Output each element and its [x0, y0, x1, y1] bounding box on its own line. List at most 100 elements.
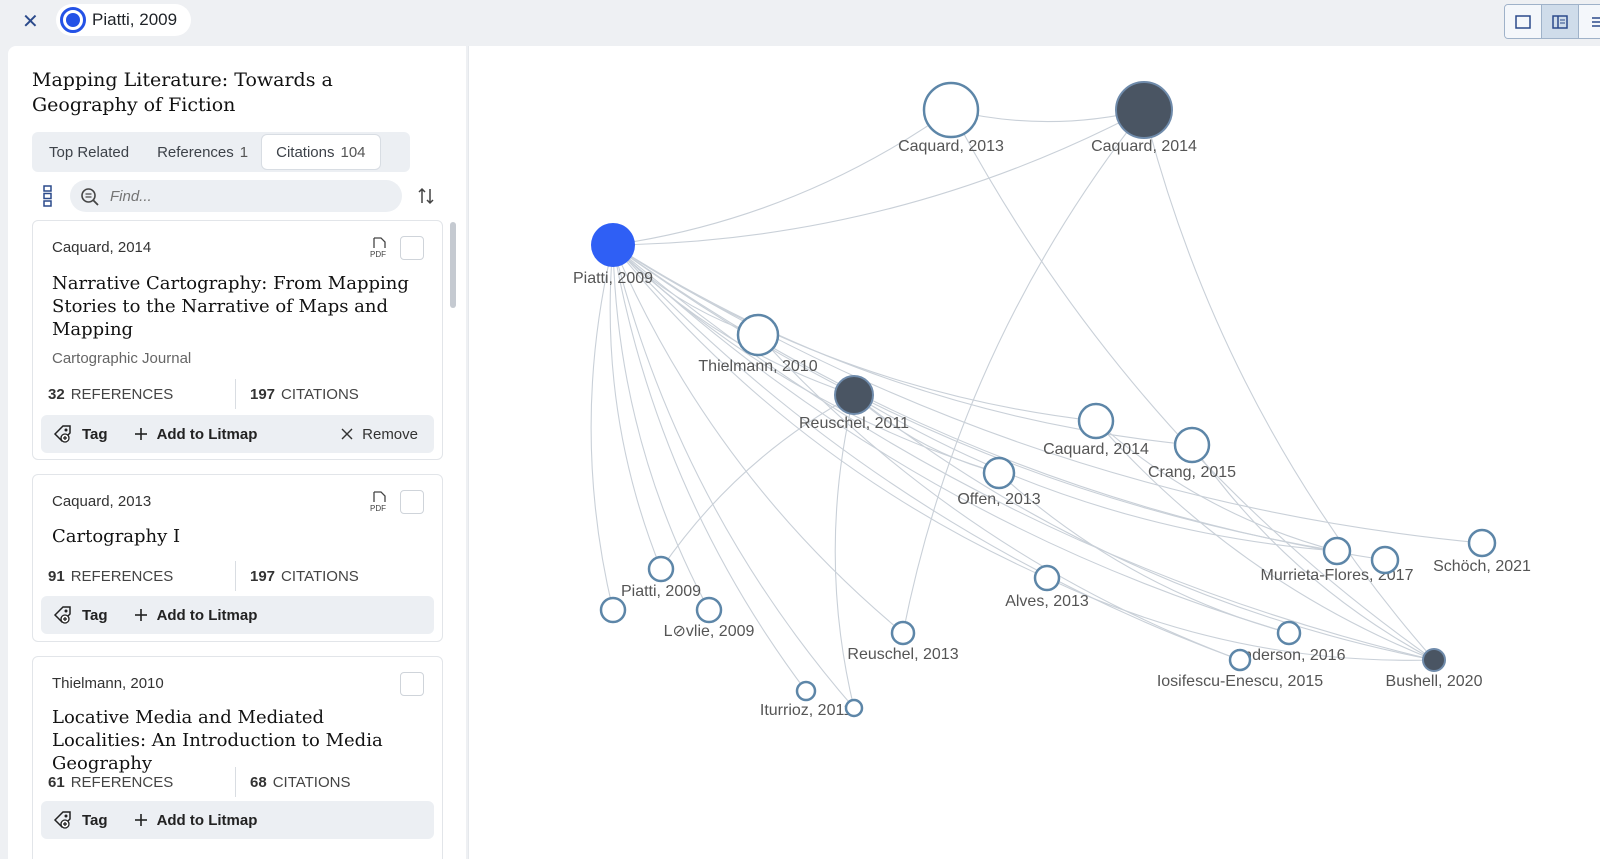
- graph-node[interactable]: [1467, 528, 1497, 558]
- tag-button[interactable]: Tag: [53, 605, 108, 625]
- citations-label: CITATIONS: [272, 773, 351, 791]
- list-view-icon[interactable]: [1579, 5, 1600, 38]
- graph-edge: [612, 244, 855, 709]
- paper-title: Mapping Literature: Towards a Geography …: [32, 69, 333, 116]
- graph-node-label: Alves, 2013: [1005, 593, 1089, 610]
- tab-label: Citations: [276, 143, 335, 161]
- sort-icon[interactable]: [418, 186, 434, 206]
- paper-card[interactable]: Caquard, 2014 PDF Narrative Cartography:…: [32, 220, 443, 460]
- graph-node[interactable]: [982, 456, 1016, 490]
- card-author: Caquard, 2013: [52, 493, 152, 510]
- graph-node[interactable]: [834, 375, 874, 415]
- graph-edge: [853, 394, 1338, 552]
- citations-count: 68: [250, 773, 267, 791]
- graph-view-icon[interactable]: [1505, 5, 1542, 38]
- graph-edge: [612, 244, 1290, 634]
- select-checkbox[interactable]: [400, 236, 424, 260]
- graph-node[interactable]: [795, 680, 817, 702]
- add-to-litmap-button[interactable]: Add to Litmap: [134, 811, 258, 829]
- graph-node[interactable]: [1322, 536, 1352, 566]
- graph-node[interactable]: [1276, 620, 1302, 646]
- top-bar: ✕ Piatti, 2009: [0, 0, 1600, 44]
- graph-edge: [660, 394, 855, 570]
- graph-node[interactable]: [1228, 648, 1252, 672]
- graph-node[interactable]: [647, 555, 675, 583]
- graph-node[interactable]: [599, 596, 627, 624]
- select-checkbox[interactable]: [400, 672, 424, 696]
- plus-icon: [134, 609, 147, 621]
- graph-edge: [612, 244, 710, 611]
- graph-edge: [950, 109, 1435, 661]
- graph-node[interactable]: [1422, 648, 1446, 672]
- paper-card[interactable]: Thielmann, 2010 Locative Media and Media…: [32, 656, 443, 859]
- graph-node[interactable]: [1173, 426, 1211, 464]
- graph-node-label: Reuschel, 2011: [799, 415, 909, 432]
- tag-button[interactable]: Tag: [53, 810, 108, 830]
- plus-icon: [134, 428, 147, 440]
- close-icon[interactable]: ✕: [22, 11, 39, 33]
- tab-references[interactable]: References 1: [143, 135, 262, 169]
- filter-icon[interactable]: [42, 184, 54, 208]
- graph-node-label: Anderson, 2016: [1233, 647, 1346, 664]
- seed-paper-pill[interactable]: Piatti, 2009: [56, 4, 192, 36]
- tag-button[interactable]: Tag: [53, 424, 108, 444]
- references-label: REFERENCES: [70, 567, 174, 585]
- graph-edge: [612, 244, 807, 692]
- graph-edge: [612, 244, 1386, 561]
- graph-node-label: Iosifescu-Enescu, 2015: [1157, 673, 1323, 690]
- scrollbar[interactable]: [450, 222, 456, 308]
- tab-bar: Top Related References 1 Citations 104: [32, 132, 410, 172]
- tab-top-related[interactable]: Top Related: [35, 135, 143, 169]
- graph-node[interactable]: [1033, 564, 1061, 592]
- add-label: Add to Litmap: [156, 425, 258, 443]
- graph-node-label: Crang, 2015: [1148, 464, 1236, 481]
- split-view-icon[interactable]: [1542, 5, 1579, 38]
- pdf-icon[interactable]: PDF: [368, 237, 388, 259]
- graph-node[interactable]: [1370, 545, 1400, 575]
- remove-button[interactable]: Remove: [341, 426, 418, 443]
- graph-edge: [612, 244, 904, 634]
- add-to-litmap-button[interactable]: Add to Litmap: [134, 607, 257, 624]
- citations-label: CITATIONS: [281, 567, 359, 585]
- citations-count: 197: [250, 385, 276, 403]
- remove-label: Remove: [362, 425, 418, 443]
- plus-icon: [134, 814, 147, 826]
- graph-node-label: Murrieta-Flores, 2017: [1261, 567, 1414, 584]
- graph-node[interactable]: [1115, 81, 1173, 139]
- graph-node[interactable]: [922, 81, 980, 139]
- graph-node-label: L⊘vlie, 2009: [664, 623, 755, 640]
- graph-node[interactable]: [591, 223, 635, 267]
- tag-icon: [53, 425, 71, 443]
- add-label: Add to Litmap: [156, 811, 258, 829]
- graph-node-label: Caquard, 2014: [1043, 441, 1149, 458]
- graph-node-label: Schöch, 2021: [1433, 558, 1531, 575]
- graph-edge: [902, 109, 1145, 634]
- graph-edge: [1046, 577, 1435, 661]
- references-label: REFERENCES: [70, 385, 174, 403]
- graph-node[interactable]: [844, 698, 864, 718]
- graph-node-label: Piatti, 2009: [621, 583, 701, 600]
- card-actions: Tag Add to Litmap: [41, 596, 434, 634]
- search-input[interactable]: [110, 187, 370, 205]
- graph-node-label: Piatti, 2009: [573, 270, 653, 287]
- graph-node[interactable]: [695, 596, 723, 624]
- card-actions: Tag Add to Litmap: [41, 801, 434, 839]
- graph-edge: [950, 109, 1145, 123]
- close-icon: [341, 428, 353, 440]
- pdf-icon[interactable]: PDF: [368, 491, 388, 513]
- add-to-litmap-button[interactable]: Add to Litmap: [134, 425, 258, 443]
- graph-node[interactable]: [736, 313, 780, 357]
- tag-label: Tag: [82, 606, 108, 624]
- graph-node-label: Bushell, 2020: [1386, 673, 1483, 690]
- graph-edge: [612, 109, 1145, 246]
- tab-count: 104: [340, 143, 366, 161]
- graph-node[interactable]: [890, 620, 916, 646]
- select-checkbox[interactable]: [400, 490, 424, 514]
- tab-citations[interactable]: Citations 104: [262, 135, 380, 169]
- graph-node[interactable]: [1077, 402, 1115, 440]
